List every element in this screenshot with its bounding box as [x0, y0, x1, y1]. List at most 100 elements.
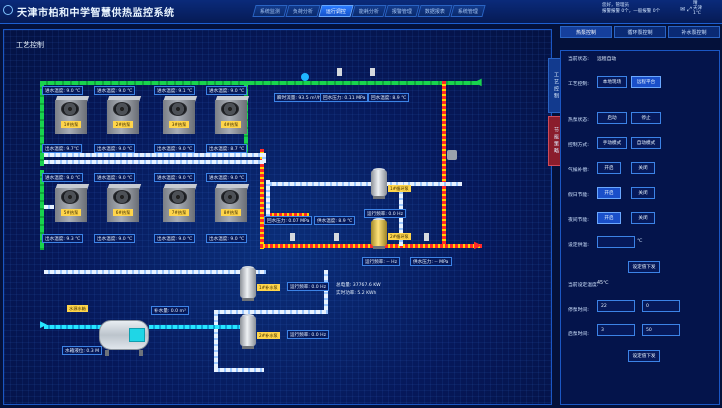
circ-pump-2[interactable]: [371, 218, 387, 250]
arrow-right-icon: ▶: [40, 320, 47, 330]
bell-icon[interactable]: ✉: [679, 6, 686, 13]
flow-readout: 瞬时流量: 93.5 m³/h: [274, 93, 324, 102]
mid-pipe: [44, 153, 266, 157]
heat-pump-4[interactable]: 4#热泵: [211, 94, 251, 134]
fan-icon: [61, 102, 79, 116]
pump-in-temp: 进水温度: 9.0 ℃: [206, 173, 248, 182]
stop-button[interactable]: 停止: [631, 112, 661, 124]
makeup-pipe: [324, 270, 328, 314]
makeup-freq-2: 运行频率: 0.0 Hz: [287, 330, 330, 339]
makeup-freq-1: 运行频率: 0.0 Hz: [287, 282, 330, 291]
stop-hour-input[interactable]: 22: [597, 300, 635, 312]
pump-label: 5#热泵: [61, 209, 81, 216]
status-value: 远程自动: [597, 57, 617, 62]
circ-pump-1-label: 1#循环泵: [388, 185, 411, 192]
nav-tab-energy[interactable]: 能耗分析: [351, 5, 387, 17]
status-label: 当前状态:: [568, 57, 589, 62]
heat-pump-8[interactable]: 8#热泵: [211, 182, 251, 222]
fullscreen-icon[interactable]: ⤢: [687, 6, 692, 13]
set-temp-input[interactable]: [597, 236, 635, 248]
supply-pressure-readout: 供水压力: -- MPa: [410, 257, 452, 266]
makeup-pump-2[interactable]: [240, 314, 256, 352]
valve-icon[interactable]: [447, 150, 457, 160]
nav-tab-monitor[interactable]: 系统监测: [252, 5, 288, 17]
flowmeter-icon: [301, 73, 309, 81]
fan-icon: [113, 102, 131, 116]
weather-info: 晴 天津 1℃: [693, 1, 721, 16]
heat-pump-6[interactable]: 6#热泵: [103, 182, 143, 222]
manual-mode-button[interactable]: 手动模式: [597, 137, 627, 149]
send-schedule-button[interactable]: 设定值下发: [628, 350, 660, 362]
mid-pipe: [44, 205, 54, 209]
heat-pump-1[interactable]: 1#热泵: [51, 94, 91, 134]
pump-state-label: 热泵状态:: [568, 118, 589, 123]
stop-minute-input[interactable]: 0: [642, 300, 680, 312]
tab-makeup-pump[interactable]: 补水泵控制: [668, 26, 720, 38]
makeup-pipe: [214, 310, 218, 372]
makeup-pump-1[interactable]: [240, 266, 256, 304]
weather-range: 1℃: [693, 11, 701, 16]
heat-pump-7[interactable]: 7#热泵: [159, 182, 199, 222]
tab-circ-pump[interactable]: 循环泵控制: [614, 26, 666, 38]
nav-tab-system[interactable]: 系统管理: [450, 5, 486, 17]
night-off-button[interactable]: 关闭: [631, 212, 655, 224]
stop-time-label: 停泵时间:: [568, 308, 589, 313]
pump-in-temp: 进水温度: 9.0 ℃: [42, 86, 84, 95]
supply-riser-pipe: [442, 81, 446, 248]
night-on-button[interactable]: 开启: [597, 212, 621, 224]
supply-return-pressure: 回水压力: 0.07 MPa: [264, 216, 313, 225]
climate-on-button[interactable]: 开启: [597, 162, 621, 174]
circ-pump-2-label: 2#循环泵: [388, 233, 411, 240]
remote-mode-button[interactable]: 远程平台: [631, 76, 661, 88]
pump-out-temp: 出水温度: 9.0 ℃: [94, 144, 136, 153]
holiday-off-button[interactable]: 关闭: [631, 187, 655, 199]
app-title: 天津市柏和中学智慧供热监控系统: [17, 8, 175, 19]
fan-icon: [221, 102, 239, 116]
pump-label: 4#热泵: [221, 121, 241, 128]
pump-in-temp: 进水温度: 9.0 ℃: [42, 173, 84, 182]
return-pressure-readout: 回水压力: 0.11 MPa: [320, 93, 369, 102]
nav-tab-control[interactable]: 运行调控: [318, 5, 354, 17]
heat-pump-3[interactable]: 3#热泵: [159, 94, 199, 134]
pump-label: 1#热泵: [61, 121, 81, 128]
pump-in-temp: 进水温度: 9.0 ℃: [206, 86, 248, 95]
nav-tab-alarm[interactable]: 报警管理: [384, 5, 420, 17]
pump-out-temp: 出水温度: 9.0 ℃: [154, 144, 196, 153]
circulating-pipe: [266, 180, 270, 216]
fan-icon: [113, 190, 131, 204]
nav-tab-load[interactable]: 负荷分析: [285, 5, 321, 17]
pump-in-temp: 进水温度: 9.1 ℃: [154, 86, 196, 95]
start-time-label: 启泵时间:: [568, 332, 589, 337]
pump-out-temp: 出水温度: 8.7 ℃: [206, 144, 248, 153]
climate-off-button[interactable]: 关闭: [631, 162, 655, 174]
circulating-pipe: [266, 182, 462, 186]
pump-out-temp: 出水温度: 9.0 ℃: [154, 234, 196, 243]
heat-pump-5[interactable]: 5#热泵: [51, 182, 91, 222]
control-side-panel: 热泵控制 循环泵控制 补水泵控制 工艺控制 节能策略 当前状态: 远程自动 工艺…: [548, 26, 720, 405]
arrow-left-icon: ◀: [474, 77, 482, 88]
fan-icon: [169, 190, 187, 204]
circ-freq-mid: 运行频率: -- Hz: [362, 257, 401, 266]
pump-out-temp: 出水温度: 9.7℃: [42, 144, 82, 153]
pump-out-temp: 出水温度: 9.0 ℃: [206, 234, 248, 243]
return-temp-readout: 回水温度: 8.9 ℃: [368, 93, 410, 102]
start-hour-input[interactable]: 3: [597, 324, 635, 336]
auto-mode-button[interactable]: 自动模式: [631, 137, 661, 149]
makeup-feed-pipe: [44, 325, 104, 329]
mid-pipe: [262, 153, 266, 163]
local-mode-button[interactable]: 本地现场: [597, 76, 627, 88]
mode-label: 工艺控制:: [568, 82, 589, 87]
set-temp-label: 设定供温:: [568, 243, 589, 248]
send-setpoint-button[interactable]: 设定值下发: [628, 261, 660, 273]
holiday-on-button[interactable]: 开启: [597, 187, 621, 199]
nav-tab-report[interactable]: 数据报表: [417, 5, 453, 17]
start-minute-input[interactable]: 50: [642, 324, 680, 336]
water-tank[interactable]: [99, 320, 149, 358]
circ-pump-1[interactable]: [371, 168, 387, 200]
weather-location: 天津: [693, 6, 702, 11]
heat-pump-2[interactable]: 2#热泵: [103, 94, 143, 134]
alarm-summary[interactable]: 报警报警 0个，一般报警 0个: [602, 9, 661, 14]
start-button[interactable]: 启动: [597, 112, 627, 124]
tab-heat-pump[interactable]: 热泵控制: [560, 26, 612, 38]
sensor-icon: [370, 68, 375, 76]
